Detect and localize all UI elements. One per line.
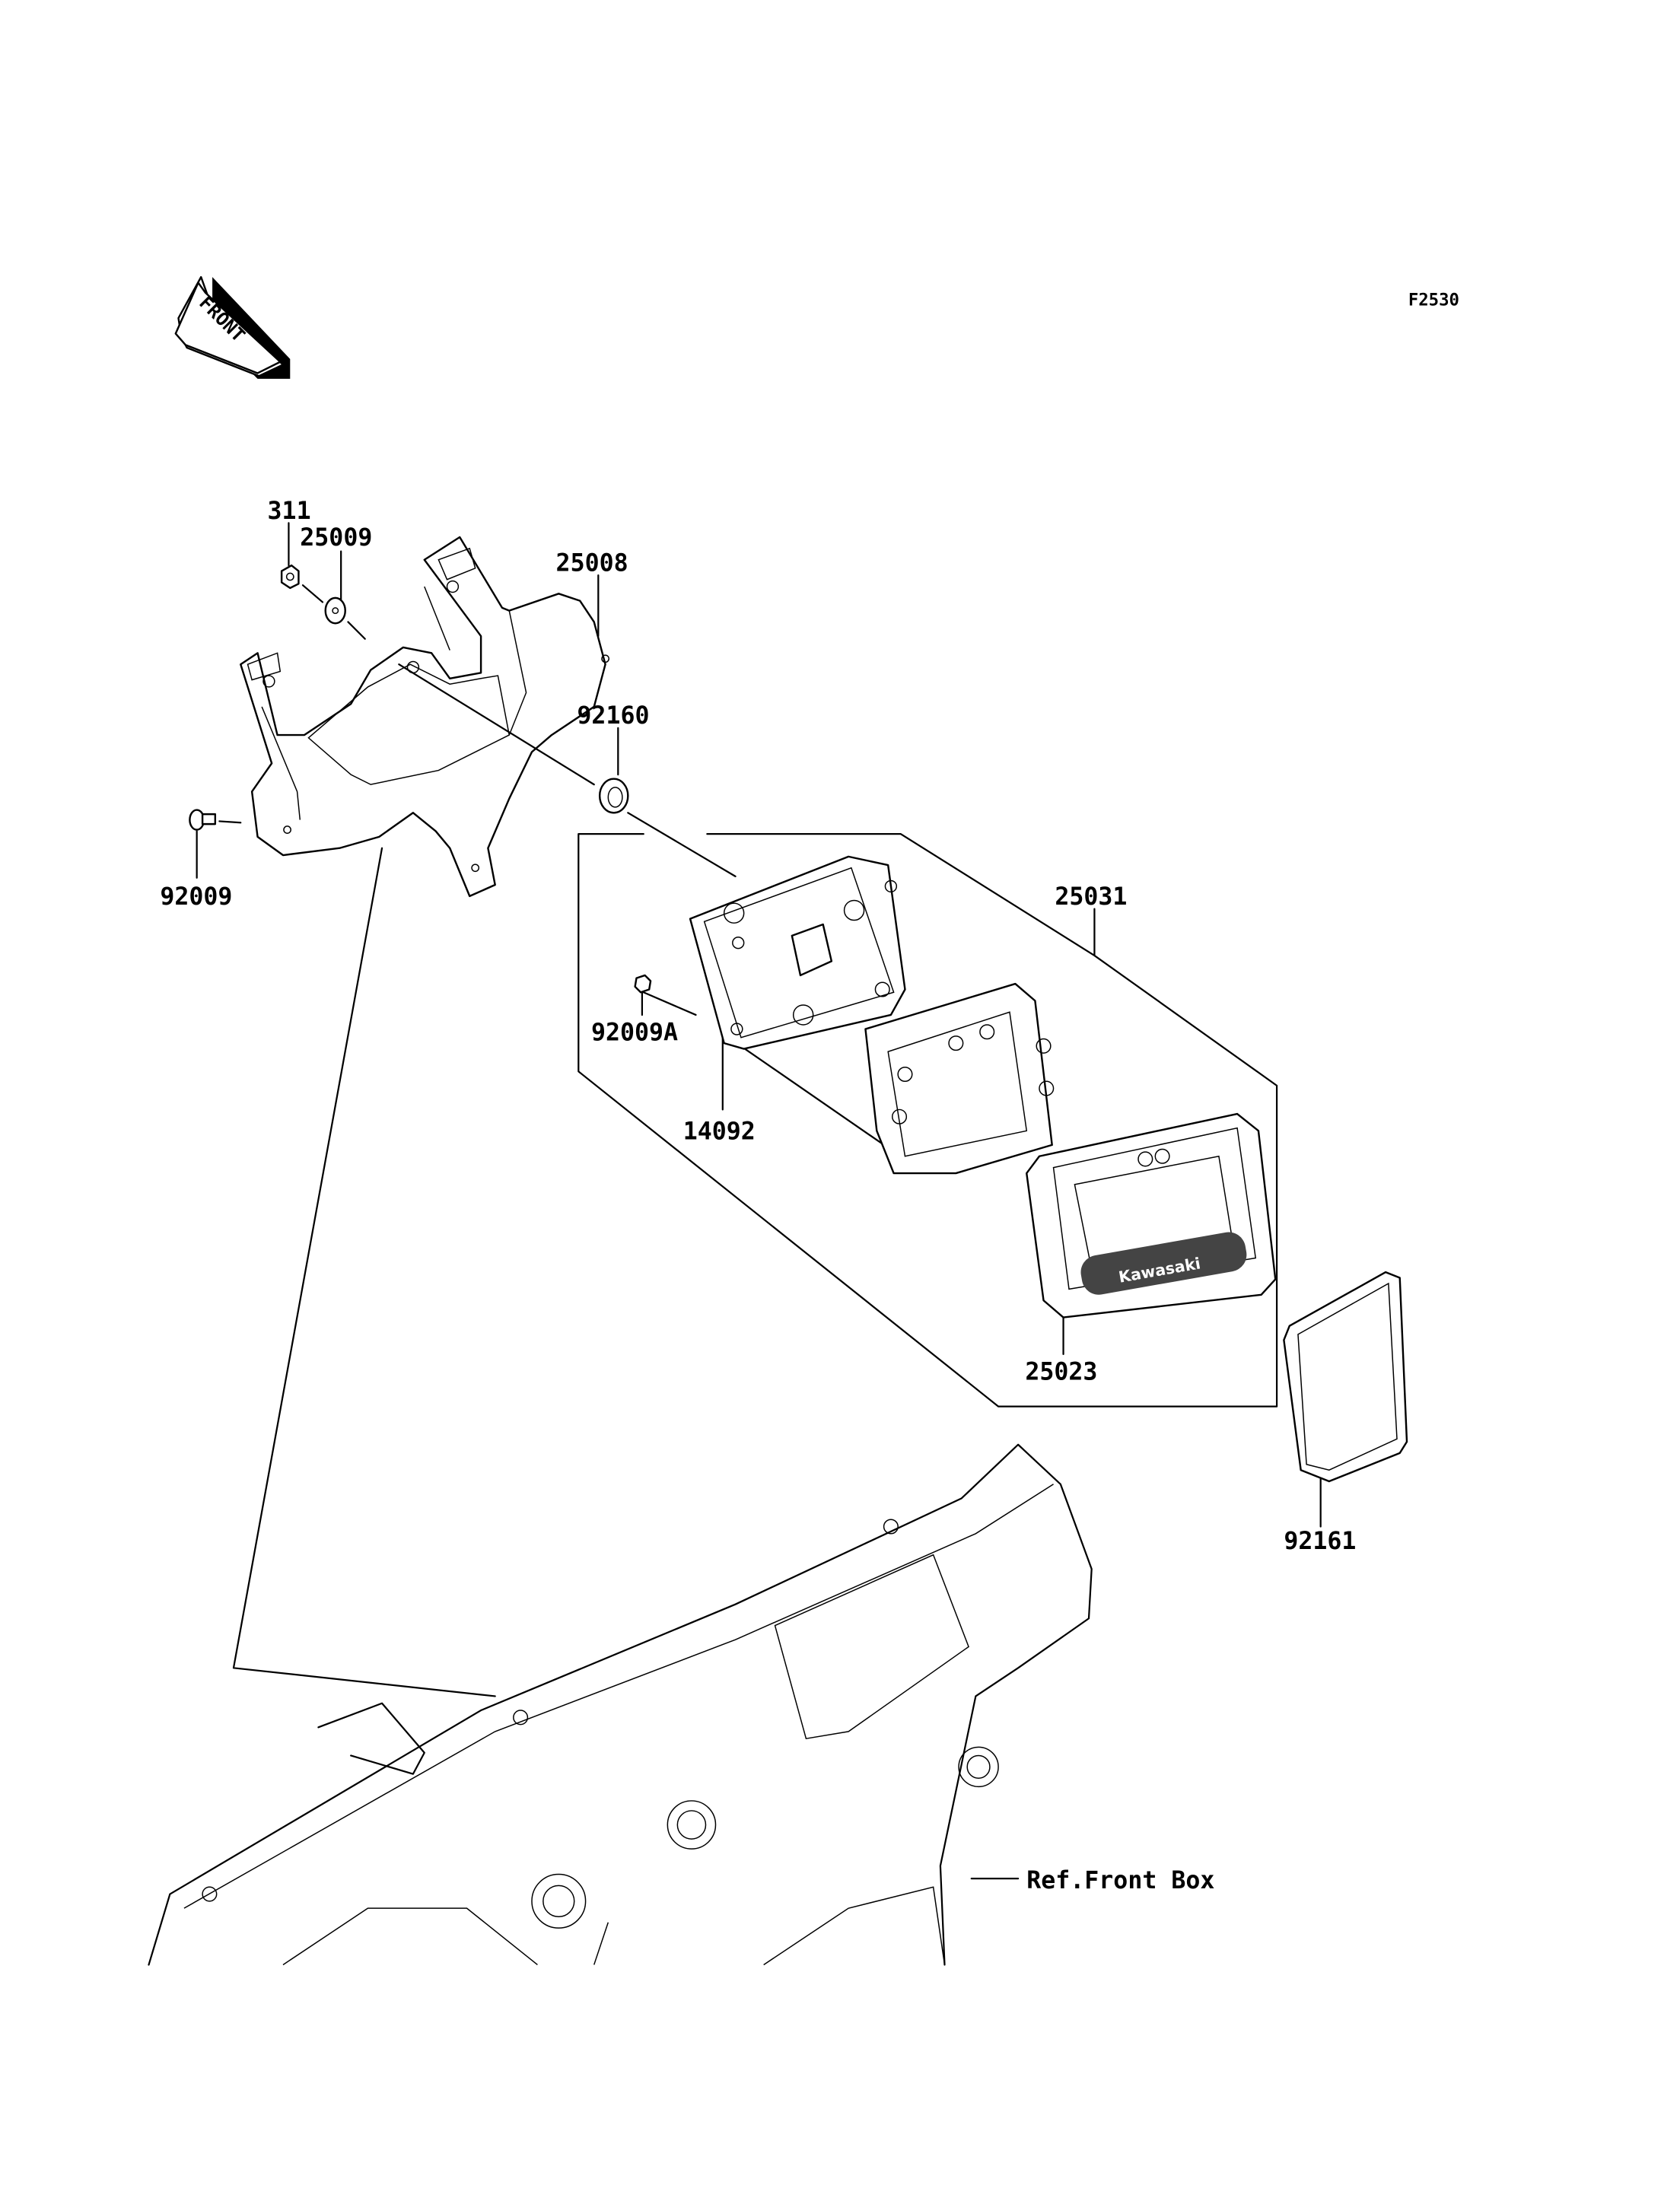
- meter-inner-frame: [864, 982, 1055, 1175]
- meter-cover-25023: Kawasaki: [1026, 1112, 1277, 1318]
- meter-case-14092: [689, 855, 906, 1050]
- label-25031: 25031: [1055, 883, 1127, 911]
- front-box-reference: [148, 1443, 1093, 1966]
- bracket-25008: [240, 536, 609, 898]
- label-14092: 14092: [683, 1118, 756, 1145]
- leader-lines: [196, 522, 1322, 1880]
- label-311: 311: [268, 498, 311, 525]
- washer-25009: [324, 596, 346, 625]
- label-92160: 92160: [577, 702, 649, 730]
- label-ref-front-box: Ref.Front Box: [1026, 1867, 1214, 1894]
- label-92009: 92009: [160, 883, 232, 911]
- label-25008: 25008: [556, 550, 628, 577]
- nut-311: [280, 564, 300, 590]
- grommet-92160: [598, 778, 629, 814]
- figure-code: F2530: [1408, 290, 1459, 310]
- screw-92009a: [634, 974, 652, 994]
- label-25009: 25009: [300, 524, 372, 552]
- label-92161: 92161: [1284, 1528, 1356, 1555]
- front-arrow-icon: FRONT: [174, 275, 291, 379]
- label-92009a: 92009A: [591, 1019, 678, 1046]
- bolt-92009: [189, 809, 217, 831]
- label-25023: 25023: [1025, 1358, 1097, 1385]
- seal-92161: [1283, 1271, 1408, 1483]
